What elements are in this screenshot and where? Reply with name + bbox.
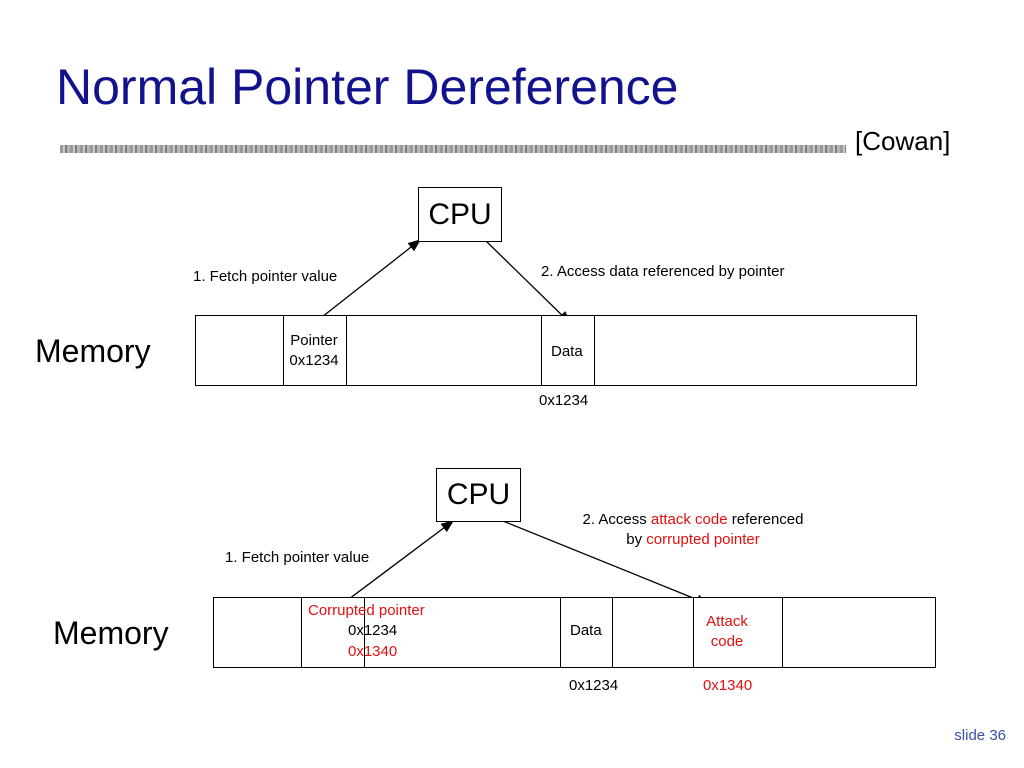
title-divider [60, 145, 846, 153]
corrupted-pointer-label: Corrupted pointer [308, 602, 425, 619]
top-cpu-box: CPU [418, 187, 502, 242]
top-memory-strip [195, 315, 917, 386]
top-pointer-label: Pointer 0x1234 [289, 332, 339, 369]
bottom-data-address: 0x1234 [569, 677, 619, 694]
bottom-cell-divider [364, 598, 365, 667]
top-cell-divider [541, 316, 542, 385]
bottom-cell-divider [301, 598, 302, 667]
old-pointer-value: 0x1234 [348, 622, 398, 639]
top-cell-divider [594, 316, 595, 385]
bottom-memory-strip [213, 597, 936, 668]
bottom-step2-label: 2. Access attack code referenced by corr… [582, 511, 804, 548]
top-data-label: Data [551, 343, 583, 360]
bottom-cell-divider [612, 598, 613, 667]
top-step2-label: 2. Access data referenced by pointer [541, 263, 785, 280]
top-data-address: 0x1234 [539, 392, 589, 409]
top-access-arrow [485, 240, 571, 324]
slide-title: Normal Pointer Dereference [56, 59, 679, 115]
top-step1-label: 1. Fetch pointer value [193, 268, 338, 285]
slide-number: slide 36 [954, 727, 1006, 744]
bottom-fetch-arrow [336, 520, 455, 609]
bottom-cell-divider [560, 598, 561, 667]
bottom-data-label: Data [570, 622, 602, 639]
bottom-step1-label: 1. Fetch pointer value [225, 549, 370, 566]
bottom-cell-divider [693, 598, 694, 667]
top-cell-divider [346, 316, 347, 385]
top-cell-divider [283, 316, 284, 385]
bottom-access-arrow [502, 520, 710, 605]
bottom-cpu-box: CPU [436, 468, 521, 522]
citation: [Cowan] [855, 126, 951, 156]
bottom-cell-divider [782, 598, 783, 667]
top-fetch-arrow [307, 239, 422, 329]
new-pointer-value: 0x1340 [348, 643, 398, 660]
top-memory-label: Memory [35, 333, 151, 369]
bottom-memory-label: Memory [53, 615, 169, 651]
attack-address: 0x1340 [703, 677, 753, 694]
attack-code-label: Attack code [706, 613, 748, 650]
